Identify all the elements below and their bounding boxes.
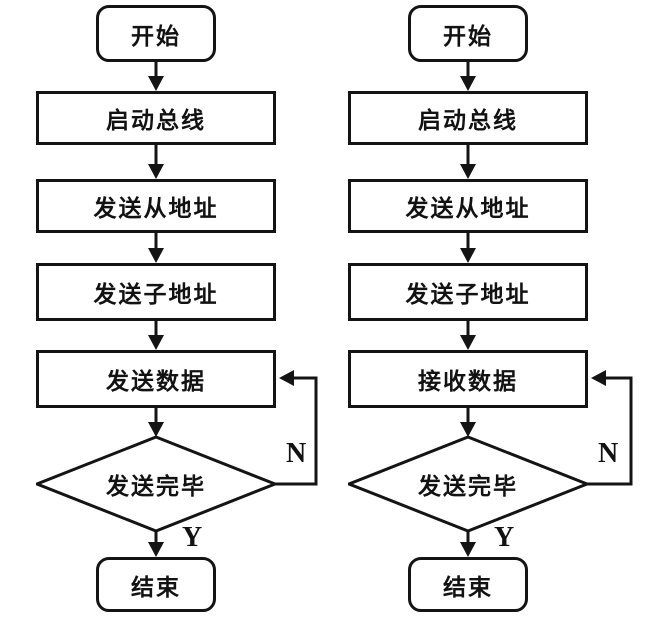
arrowhead-down-icon bbox=[460, 248, 476, 263]
receive-flow-connectors bbox=[348, 62, 633, 557]
yes-branch-label: Y bbox=[182, 522, 203, 553]
arrowhead-down-icon bbox=[460, 422, 476, 437]
receive-data-node: 接收数据 bbox=[348, 350, 588, 408]
send-start-node: 开始 bbox=[96, 5, 216, 62]
send-sub-address-node: 发送子地址 bbox=[36, 263, 276, 321]
arrowhead-down-icon bbox=[460, 164, 476, 179]
node-label: 结束 bbox=[131, 573, 181, 600]
receive-flowchart: 开始 启动总线 发送从地址 发送子地址 接收数据 发送完毕 结束 N Y bbox=[348, 0, 648, 622]
arrowhead-down-icon bbox=[148, 422, 164, 437]
decision-diamond bbox=[36, 435, 280, 533]
receive-end-node: 结束 bbox=[408, 557, 528, 612]
receive-slave-address-node: 发送从地址 bbox=[348, 179, 588, 233]
node-label: 发送子地址 bbox=[405, 281, 531, 307]
node-label: 启动总线 bbox=[106, 107, 206, 133]
node-label: 启动总线 bbox=[418, 107, 518, 133]
no-branch-label: N bbox=[598, 438, 619, 469]
send-data-node: 发送数据 bbox=[36, 350, 276, 408]
send-flow-connectors bbox=[36, 62, 318, 557]
send-start-bus-node: 启动总线 bbox=[36, 91, 276, 145]
arrowhead-down-icon bbox=[460, 335, 476, 350]
arrowhead-down-icon bbox=[460, 542, 476, 557]
loop-back-line bbox=[587, 376, 633, 486]
decision-diamond bbox=[348, 435, 592, 533]
node-label: 发送数据 bbox=[106, 368, 206, 394]
receive-start-bus-node: 启动总线 bbox=[348, 91, 588, 145]
node-label: 开始 bbox=[131, 22, 181, 49]
arrowhead-down-icon bbox=[148, 248, 164, 263]
arrowhead-left-icon bbox=[279, 370, 294, 386]
arrowhead-down-icon bbox=[148, 76, 164, 91]
node-label: 发送从地址 bbox=[93, 195, 219, 221]
arrowhead-left-icon bbox=[591, 370, 606, 386]
arrowhead-down-icon bbox=[148, 164, 164, 179]
node-label: 接收数据 bbox=[418, 368, 518, 394]
arrowhead-down-icon bbox=[148, 335, 164, 350]
send-slave-address-node: 发送从地址 bbox=[36, 179, 276, 233]
arrowhead-down-icon bbox=[148, 542, 164, 557]
node-label: 发送子地址 bbox=[93, 281, 219, 307]
node-label: 发送从地址 bbox=[405, 195, 531, 221]
receive-sub-address-node: 发送子地址 bbox=[348, 263, 588, 321]
no-branch-label: N bbox=[286, 438, 307, 469]
arrowhead-down-icon bbox=[460, 76, 476, 91]
send-end-node: 结束 bbox=[96, 557, 216, 612]
loop-back-line bbox=[275, 376, 318, 486]
receive-start-node: 开始 bbox=[408, 5, 528, 62]
send-flowchart: 开始 启动总线 发送从地址 发送子地址 发送数据 发送完毕 结束 N Y bbox=[36, 0, 336, 622]
yes-branch-label: Y bbox=[494, 522, 515, 553]
node-label: 结束 bbox=[443, 573, 493, 600]
node-label: 开始 bbox=[443, 22, 493, 49]
